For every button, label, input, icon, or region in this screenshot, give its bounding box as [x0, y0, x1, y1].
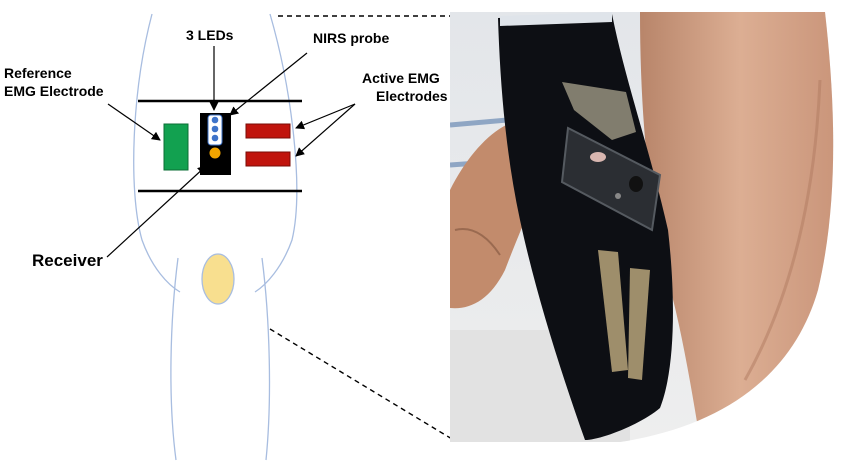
receiver-arrow — [106, 165, 207, 258]
receiver-sensor — [209, 147, 221, 159]
sensor-photo — [450, 12, 834, 442]
photo-electrode-strip-1 — [598, 250, 628, 372]
shin-outline-right — [261, 257, 271, 461]
active-emg-electrode-1 — [245, 123, 291, 139]
active-arrow-1 — [295, 103, 356, 130]
photo-leg — [640, 12, 834, 440]
nirs-probe-label: NIRS probe — [313, 30, 389, 46]
zoom-connector-bottom — [269, 328, 453, 440]
photo-nirs-module — [560, 126, 662, 232]
led-2 — [211, 125, 219, 133]
photo-mesh-pad — [562, 82, 636, 140]
leds-label: 3 LEDs — [186, 27, 234, 43]
receiver-label: Receiver — [32, 251, 103, 270]
reference-label-line1: Reference — [4, 65, 72, 81]
led-1 — [211, 116, 219, 124]
reference-label-line2: EMG Electrode — [4, 83, 104, 99]
shin-outline — [170, 257, 179, 461]
reference-arrow — [107, 103, 161, 141]
active-emg-electrode-2 — [245, 151, 291, 167]
nirs-arrow — [229, 52, 308, 116]
photo-electrode-strip-2 — [628, 268, 650, 380]
sensor-band — [138, 99, 302, 193]
active-label-line1: Active EMG — [362, 70, 440, 86]
labels: 3 LEDs NIRS probe Reference EMG Electrod… — [4, 27, 448, 270]
reference-emg-electrode — [163, 123, 189, 171]
annotation-arrows — [106, 46, 356, 258]
knee-pad — [201, 253, 235, 305]
led-3 — [211, 134, 219, 142]
thigh-outline — [133, 13, 181, 293]
active-arrow-2 — [295, 103, 356, 157]
active-label-line2: Electrodes — [376, 88, 448, 104]
